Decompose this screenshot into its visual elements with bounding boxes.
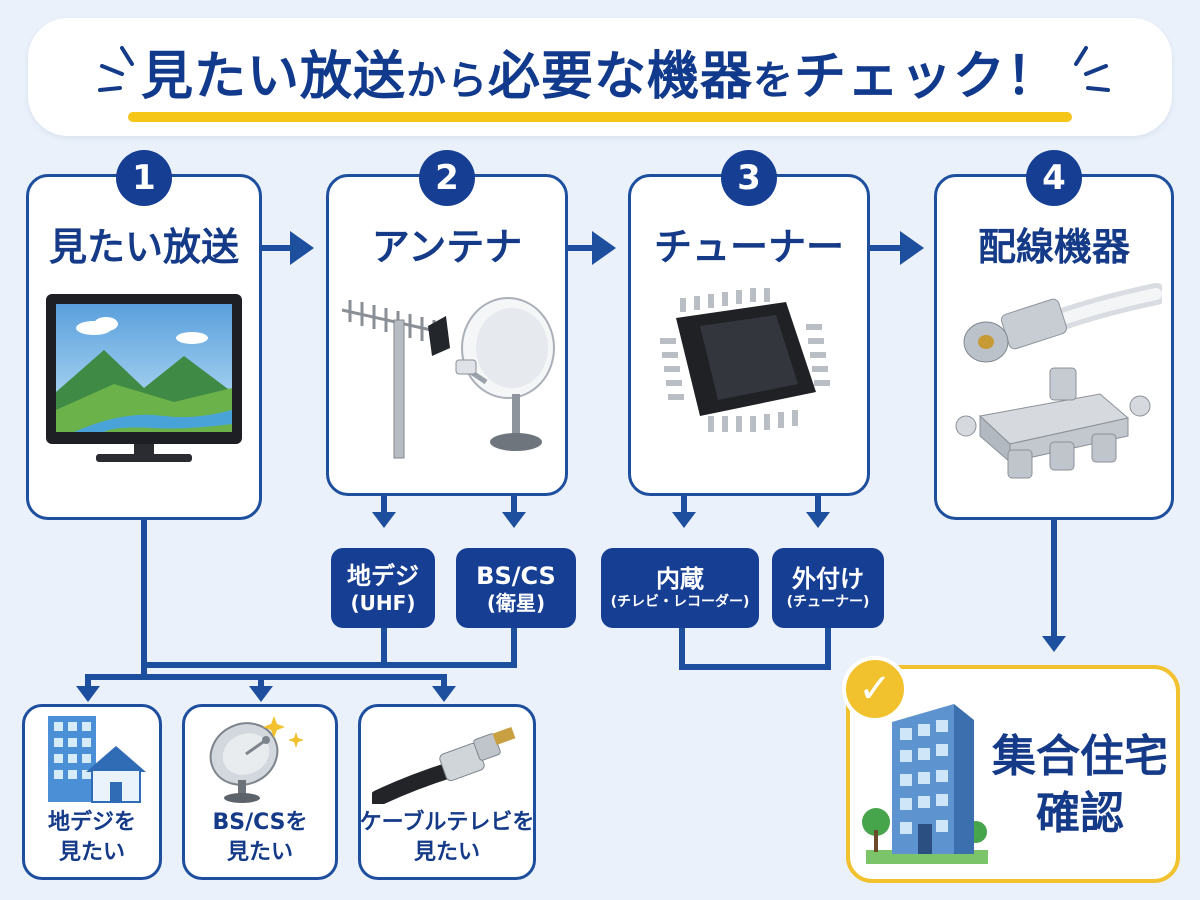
antenna-type-terrestrial-sub: (UHF) bbox=[350, 590, 416, 615]
antenna-down-line-2 bbox=[511, 496, 517, 514]
tuner-type-external: 外付け (チューナー) bbox=[772, 548, 884, 628]
choice-cable-text: ケーブルテレビを 見たい bbox=[358, 808, 536, 867]
tuner-down-line-2 bbox=[815, 496, 821, 514]
choice-terrestrial-line-2: 見たい bbox=[58, 839, 125, 865]
connector-splitter-icon bbox=[955, 283, 1162, 479]
step-title-3: チューナー bbox=[653, 225, 844, 269]
emphasis-lines-left-icon bbox=[98, 46, 134, 92]
antenna-type-satellite: BS/CS (衛星) bbox=[456, 548, 576, 628]
antenna-down-arrow-2 bbox=[502, 512, 526, 528]
choice-cable-line-2: 見たい bbox=[413, 839, 480, 865]
antenna-icon bbox=[341, 297, 555, 459]
tuner-down-line-1 bbox=[681, 496, 687, 514]
final-line-2: 確認 bbox=[1036, 788, 1124, 840]
page-title: 見たい放送から必要な機器をチェック！ bbox=[0, 34, 1200, 109]
choice-bscs-text: BS/CSを 見たい bbox=[182, 808, 338, 867]
tuner-bracket-bottom bbox=[679, 664, 831, 670]
choice-1-arrow bbox=[76, 686, 100, 702]
satellite-dish-icon bbox=[209, 716, 304, 803]
choice-2-arrow bbox=[249, 686, 273, 702]
flow-arrow-1-2 bbox=[290, 231, 314, 265]
terrestrial-join-line bbox=[381, 628, 387, 668]
antenna-type-satellite-sub: (衛星) bbox=[486, 590, 546, 615]
antenna-type-terrestrial: 地デジ (UHF) bbox=[331, 548, 435, 628]
tuner-bracket-right bbox=[825, 628, 831, 670]
antenna-type-satellite-label: BS/CS bbox=[476, 561, 556, 590]
choice-3-arrow bbox=[432, 686, 456, 702]
step-title-2: アンテナ bbox=[371, 225, 523, 269]
step-title-1: 見たい放送 bbox=[48, 225, 239, 269]
broadcast-down-line bbox=[141, 520, 147, 668]
tuner-type-external-label: 外付け bbox=[792, 565, 864, 594]
tuner-type-builtin-sub: (チレビ・レコーダー) bbox=[610, 594, 750, 611]
step-badge-4: 4 bbox=[1026, 150, 1082, 206]
tuner-bracket-left bbox=[679, 628, 685, 670]
tuner-type-builtin: 内蔵 (チレビ・レコーダー) bbox=[601, 548, 759, 628]
choice-1-drop bbox=[85, 674, 91, 688]
tuner-type-external-sub: (チューナー) bbox=[786, 594, 870, 611]
choice-bscs-line-2: 見たい bbox=[226, 839, 293, 865]
title-part-2: から bbox=[405, 58, 488, 104]
cable-icon bbox=[372, 726, 516, 804]
tuner-down-arrow-1 bbox=[672, 512, 696, 528]
choice-bscs-line-1: BS/CSを bbox=[212, 810, 308, 835]
choice-terrestrial-line-1: 地デジを bbox=[47, 810, 136, 835]
choices-branch-line bbox=[85, 674, 447, 680]
step-badge-1: 1 bbox=[116, 150, 172, 206]
step-badge-3: 3 bbox=[721, 150, 777, 206]
title-underline bbox=[128, 112, 1072, 122]
final-text: 集合住宅 確認 bbox=[985, 728, 1175, 842]
title-part-1: 見たい放送 bbox=[140, 47, 406, 107]
building-house-icon bbox=[48, 716, 146, 803]
choice-terrestrial-text: 地デジを 見たい bbox=[22, 808, 162, 867]
tuner-type-builtin-label: 内蔵 bbox=[656, 565, 704, 594]
flow-line-1-2 bbox=[262, 245, 292, 251]
apartment-icon bbox=[862, 704, 988, 864]
choices-horizontal-line bbox=[141, 662, 517, 668]
choice-3-drop bbox=[441, 674, 447, 688]
flow-arrow-2-3 bbox=[592, 231, 616, 265]
antenna-down-arrow-1 bbox=[372, 512, 396, 528]
wiring-down-arrow bbox=[1042, 636, 1066, 652]
wiring-down-line bbox=[1051, 520, 1057, 638]
step-badge-2: 2 bbox=[419, 150, 475, 206]
flow-line-2-3 bbox=[568, 245, 594, 251]
final-line-1: 集合住宅 bbox=[992, 731, 1168, 782]
tv-icon bbox=[46, 294, 242, 462]
title-part-4: を bbox=[753, 58, 794, 104]
emphasis-lines-right-icon bbox=[1074, 46, 1110, 92]
choice-cable-line-1: ケーブルテレビを bbox=[359, 810, 535, 835]
step-title-4: 配線機器 bbox=[977, 225, 1130, 269]
flow-line-3-4 bbox=[870, 245, 902, 251]
check-icon: ✓ bbox=[842, 656, 908, 722]
antenna-down-line-1 bbox=[381, 496, 387, 514]
title-part-5: チェック！ bbox=[794, 47, 1060, 107]
choices-branch-join bbox=[141, 662, 147, 680]
choice-2-drop bbox=[258, 674, 264, 688]
title-part-3: 必要な機器 bbox=[487, 47, 753, 107]
flow-arrow-3-4 bbox=[900, 231, 924, 265]
tuner-chip-icon bbox=[660, 288, 830, 432]
antenna-type-terrestrial-label: 地デジ bbox=[347, 561, 419, 590]
satellite-join-line bbox=[511, 628, 517, 668]
tuner-down-arrow-2 bbox=[806, 512, 830, 528]
